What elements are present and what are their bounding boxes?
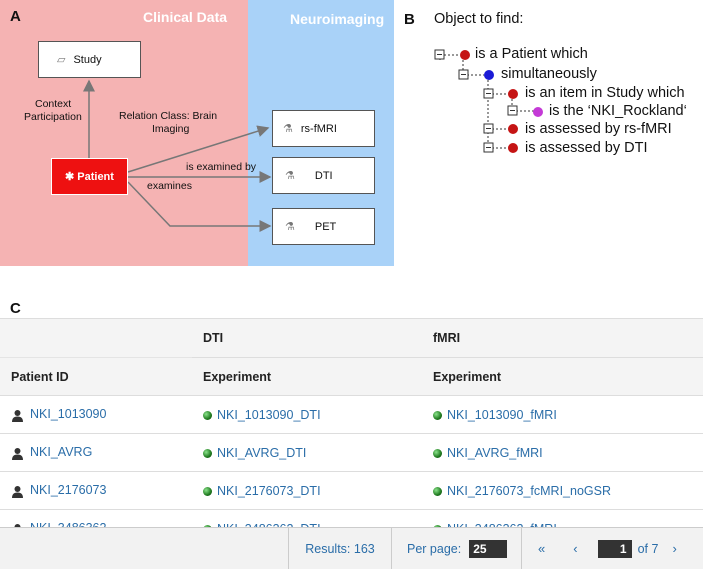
- per-page-select[interactable]: 25: [469, 539, 508, 558]
- query-title: Object to find:: [434, 11, 524, 27]
- pet-node-label: PET: [314, 220, 337, 233]
- tree-item-simultaneously[interactable]: simultaneously: [501, 66, 597, 82]
- tree-item-patient[interactable]: is a Patient which: [475, 46, 588, 62]
- panel-c-results-table: DTI fMRI Patient ID Experiment Experimen…: [0, 318, 703, 569]
- green-dot-icon: [203, 486, 212, 496]
- pager-group: « ‹ 1 of 7 ›: [521, 528, 703, 569]
- person-icon: [12, 485, 23, 498]
- edge-patient-pet: [127, 181, 272, 232]
- pagination-footer: Results: 163 Per page: 25 « ‹ 1 of 7 ›: [0, 527, 703, 569]
- dti-experiment-cell[interactable]: NKI_1013090_DTI: [192, 395, 422, 434]
- green-dot-icon: [203, 410, 212, 420]
- panel-b-label: B: [404, 11, 415, 28]
- col-header-patient-id[interactable]: Patient ID: [0, 357, 192, 396]
- group-header-fmri: fMRI: [422, 318, 703, 358]
- first-page-button[interactable]: «: [538, 541, 546, 556]
- green-dot-icon: [433, 486, 442, 496]
- panel-b-query-tree: B Object to find:: [400, 0, 710, 170]
- results-count: Results: 163: [288, 528, 391, 569]
- group-header-empty: [0, 318, 192, 358]
- examines-label: examines: [147, 180, 192, 192]
- person-icon: [12, 447, 23, 460]
- patient-node-label: Patient: [77, 170, 114, 183]
- panel-a-label: A: [10, 8, 21, 25]
- green-dot-icon: [433, 448, 442, 458]
- flask-icon: ⚗: [285, 221, 295, 233]
- neuroimaging-header: Neuroimaging: [290, 11, 385, 27]
- dti-experiment-cell[interactable]: NKI_2176073_DTI: [192, 471, 422, 510]
- panel-a-diagram: A Clinical Data Neuroimaging ▱ Study ✱ P…: [0, 0, 394, 266]
- relation-label-2: Imaging: [152, 123, 190, 135]
- col-header-fmri-experiment[interactable]: Experiment: [422, 357, 703, 396]
- purple-node-icon: [533, 107, 543, 117]
- dti-node-label: DTI: [314, 169, 333, 182]
- group-header-dti: DTI: [192, 318, 422, 358]
- folder-icon: ▱: [57, 54, 66, 66]
- dti-experiment-cell[interactable]: NKI_AVRG_DTI: [192, 433, 422, 472]
- rsfmri-node[interactable]: ⚗ rs-fMRI: [272, 110, 375, 147]
- patient-id-cell[interactable]: NKI_1013090: [0, 395, 192, 434]
- person-icon: [12, 409, 23, 422]
- study-node[interactable]: ▱ Study: [38, 41, 141, 78]
- next-page-button[interactable]: ›: [672, 541, 677, 556]
- red-node-icon: [508, 89, 518, 99]
- patient-id-cell[interactable]: NKI_AVRG: [0, 433, 192, 472]
- panel-c-label: C: [10, 300, 21, 317]
- study-node-label: Study: [73, 53, 102, 66]
- asterisk-icon: ✱: [65, 171, 75, 183]
- context-label-2: Participation: [24, 111, 82, 123]
- page-number-input[interactable]: 1: [597, 539, 632, 558]
- col-header-dti-experiment[interactable]: Experiment: [192, 357, 422, 396]
- table-row: NKI_1013090 NKI_1013090_DTI NKI_1013090_…: [0, 395, 703, 434]
- clinical-data-header: Clinical Data: [143, 9, 228, 25]
- table-row: NKI_2176073 NKI_2176073_DTI NKI_2176073_…: [0, 471, 703, 510]
- fmri-experiment-cell[interactable]: NKI_1013090_fMRI: [422, 395, 703, 434]
- rsfmri-node-label: rs-fMRI: [300, 122, 337, 135]
- examined-by-label: is examined by: [186, 161, 257, 173]
- patient-node[interactable]: ✱ Patient: [51, 158, 128, 195]
- green-dot-icon: [203, 448, 212, 458]
- prev-page-button[interactable]: ‹: [573, 541, 578, 556]
- red-node-icon: [508, 124, 518, 134]
- fmri-experiment-cell[interactable]: NKI_AVRG_fMRI: [422, 433, 703, 472]
- edge-patient-rsfmri: [127, 125, 270, 173]
- pet-node[interactable]: ⚗ PET: [272, 208, 375, 245]
- green-dot-icon: [433, 410, 442, 420]
- per-page-group: Per page: 25: [391, 528, 521, 569]
- patient-id-cell[interactable]: NKI_2176073: [0, 471, 192, 510]
- blue-node-icon: [484, 70, 494, 80]
- tree-item-study[interactable]: is an item in Study which: [525, 85, 685, 101]
- results-table: DTI fMRI Patient ID Experiment Experimen…: [0, 318, 703, 547]
- red-node-icon: [460, 50, 470, 60]
- page-count: of 7: [637, 541, 659, 556]
- footer-spacer: [0, 528, 288, 569]
- table-row: NKI_AVRG NKI_AVRG_DTI NKI_AVRG_fMRI: [0, 433, 703, 472]
- relation-label-1: Relation Class: Brain: [119, 110, 218, 122]
- context-label-1: Context: [35, 98, 72, 110]
- fmri-experiment-cell[interactable]: NKI_2176073_fcMRI_noGSR: [422, 471, 703, 510]
- flask-icon: ⚗: [283, 123, 293, 135]
- tree-item-rockland[interactable]: is the ‘NKI_Rockland‘: [549, 103, 687, 119]
- red-node-icon: [508, 143, 518, 153]
- flask-icon: ⚗: [285, 170, 295, 182]
- tree-item-dti[interactable]: is assessed by DTI: [525, 140, 648, 156]
- dti-node[interactable]: ⚗ DTI: [272, 157, 375, 194]
- per-page-label: Per page:: [407, 541, 462, 556]
- tree-item-rsfmri[interactable]: is assessed by rs-fMRI: [525, 121, 672, 137]
- query-tree-lines: [434, 49, 543, 153]
